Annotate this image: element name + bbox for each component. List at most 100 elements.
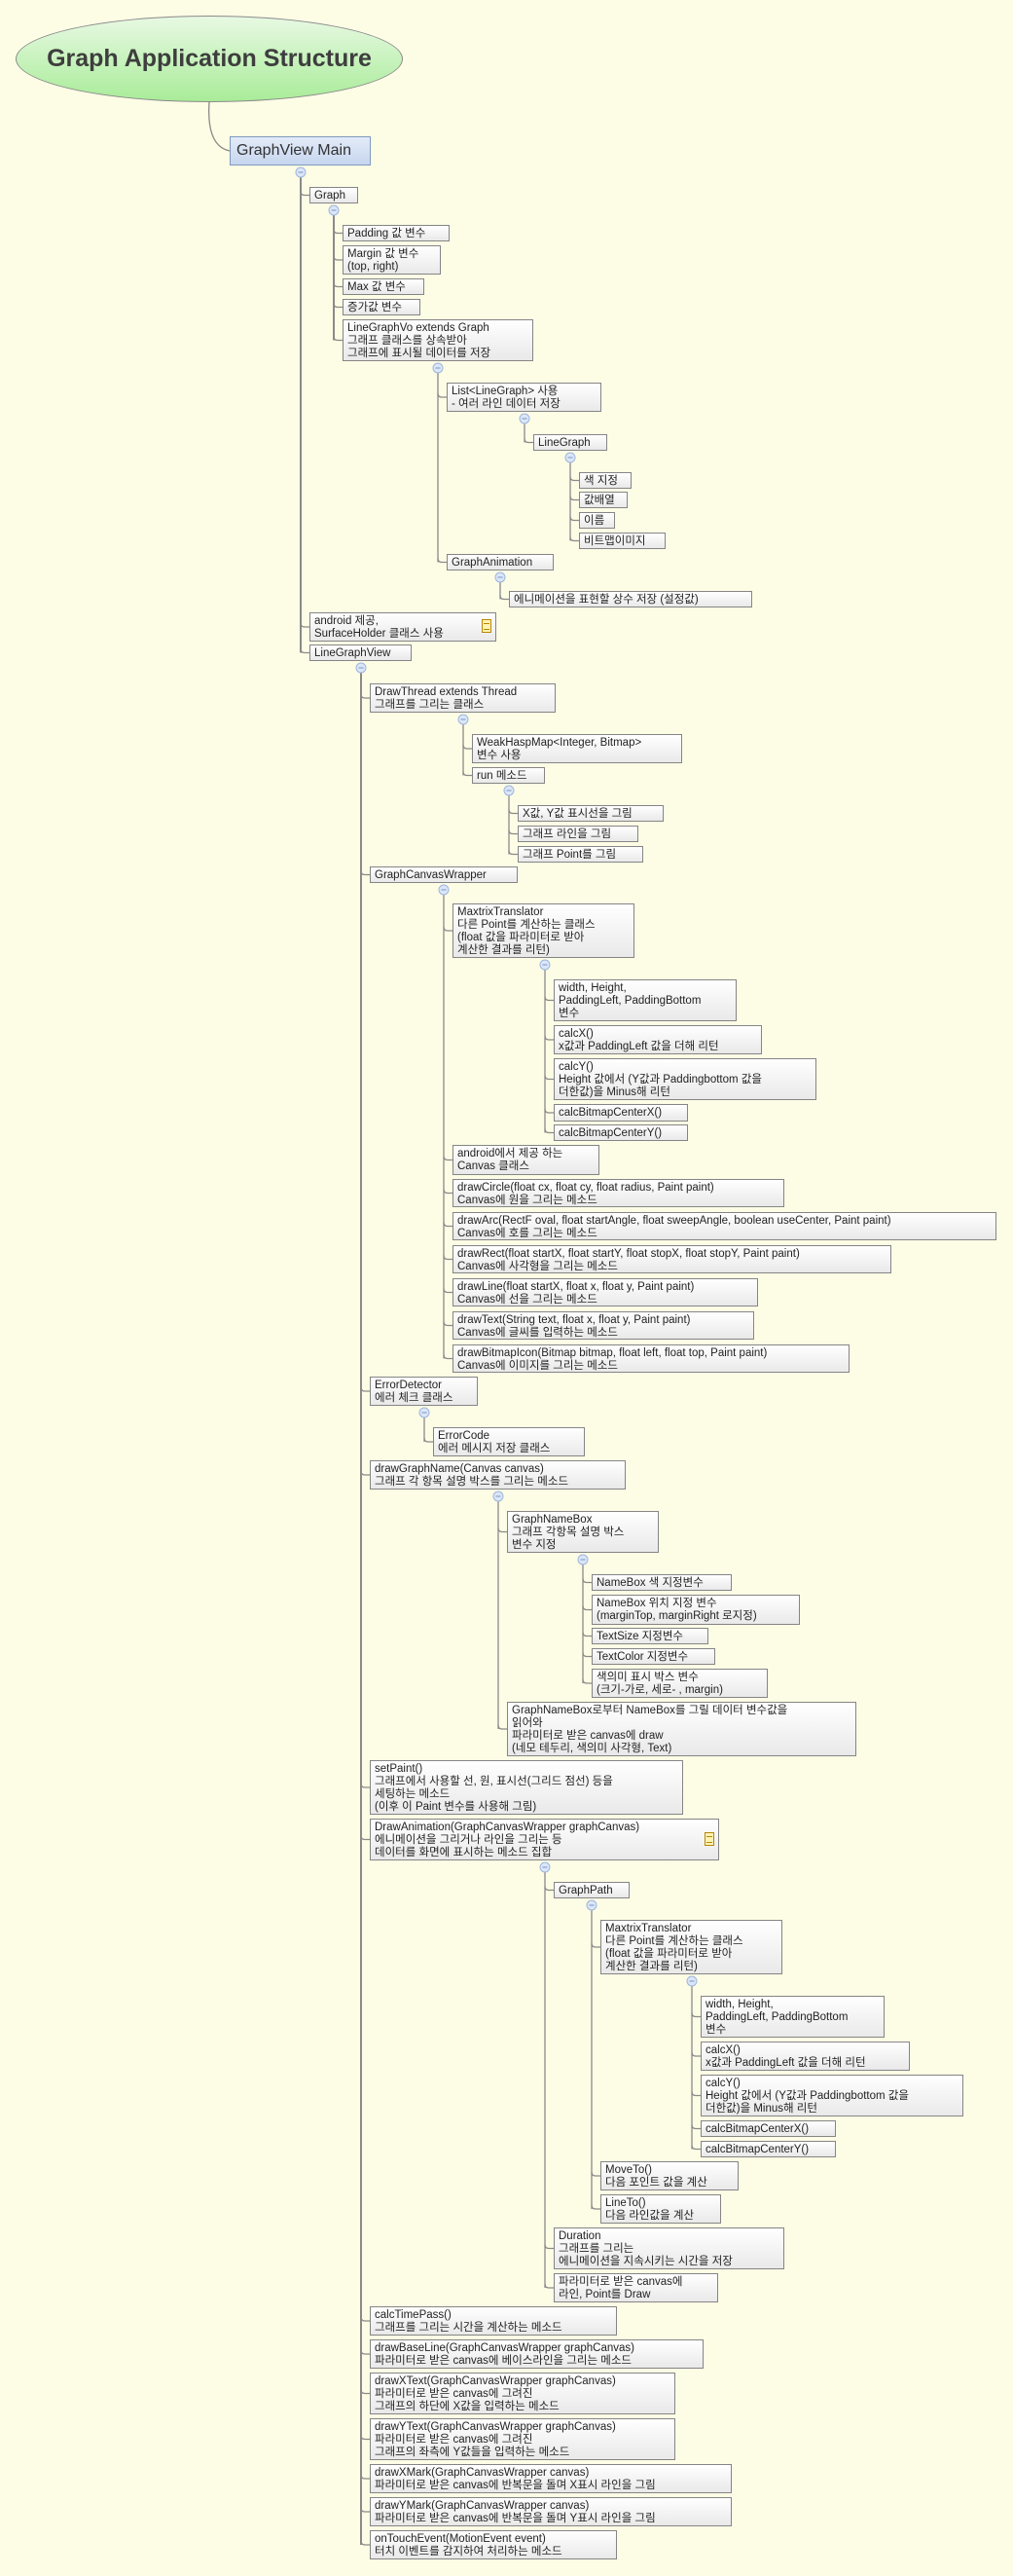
topic-node-korean-text[interactable]: 그래프 라인을 그림 xyxy=(518,826,638,842)
topic-node-padding[interactable]: Padding 값 변수 xyxy=(343,225,450,241)
topic-node-calcx[interactable]: calcX()x값과 PaddingLeft 값을 더해 리턴 xyxy=(554,1025,762,1054)
topic-node-graphanimation[interactable]: GraphAnimation xyxy=(447,554,554,570)
topic-text-line: drawArc(RectF oval, float startAngle, fl… xyxy=(457,1215,891,1227)
topic-node-lineto[interactable]: LineTo()다음 라인값을 계산 xyxy=(600,2194,721,2224)
topic-node-textsize[interactable]: TextSize 지정변수 xyxy=(592,1628,708,1644)
topic-node-x-y[interactable]: X값, Y값 표시선을 그림 xyxy=(518,805,664,822)
topic-text-line: GraphView Main xyxy=(236,142,351,159)
topic-node-korean-text[interactable]: 색의미 표시 박스 변수(크기-가로, 세로- , margin) xyxy=(592,1669,768,1698)
root-topic[interactable]: GraphView Main xyxy=(230,136,371,166)
branch-stub xyxy=(462,771,472,777)
branch-stub xyxy=(300,191,309,197)
topic-node-textcolor[interactable]: TextColor 지정변수 xyxy=(592,1648,715,1665)
topic-node-korean-text[interactable]: 값배열 xyxy=(579,492,628,508)
topic-node-point[interactable]: 그래프 Point를 그림 xyxy=(518,846,643,863)
topic-text-line: PaddingLeft, PaddingBottom xyxy=(559,995,702,1007)
topic-text-line: (이후 이 Paint 변수를 사용해 그림) xyxy=(375,1801,537,1813)
branch-stub xyxy=(360,1835,370,1841)
topic-node-korean-text[interactable]: 비트맵이미지 xyxy=(579,533,666,549)
topic-node-namebox[interactable]: NameBox 위치 지정 변수(marginTop, marginRight … xyxy=(592,1595,800,1625)
topic-node-run[interactable]: run 메소드 xyxy=(472,767,545,784)
topic-node-drawrect-float-startx-float-st[interactable]: drawRect(float startX, float startY, flo… xyxy=(452,1245,891,1273)
topic-text-line: 계산한 결과를 리턴) xyxy=(457,944,550,956)
branch-stub xyxy=(544,2244,554,2250)
topic-node-android[interactable]: android 제공,SurfaceHolder 클래스 사용 xyxy=(309,612,496,642)
topic-node-graphpath[interactable]: GraphPath xyxy=(554,1882,630,1898)
topic-text-line: NameBox 위치 지정 변수 xyxy=(597,1598,717,1609)
topic-node-drawbaseline-graphcanvaswrappe[interactable]: drawBaseLine(GraphCanvasWrapper graphCan… xyxy=(370,2339,704,2369)
topic-node-drawgraphname-canvas-canvas[interactable]: drawGraphName(Canvas canvas)그래프 각 항목 설명 … xyxy=(370,1460,626,1490)
topic-node-drawxtext-graphcanvaswrapper-g[interactable]: drawXText(GraphCanvasWrapper graphCanvas… xyxy=(370,2373,675,2414)
branch-stub xyxy=(691,2051,701,2057)
topic-node-drawxmark-graphcanvaswrapper-c[interactable]: drawXMark(GraphCanvasWrapper canvas)파라미터… xyxy=(370,2464,732,2493)
topic-node-calcbitmapcenterx[interactable]: calcBitmapCenterX() xyxy=(701,2120,836,2137)
branch-stub xyxy=(443,1189,452,1195)
topic-node-drawline-float-startx-float-x-[interactable]: drawLine(float startX, float x, float y,… xyxy=(452,1278,758,1306)
branch-stub xyxy=(333,229,343,235)
topic-text-line: calcY() xyxy=(705,2078,741,2089)
topic-node-calcbitmapcentery[interactable]: calcBitmapCenterY() xyxy=(554,1124,688,1141)
topic-text-line: calcX() xyxy=(559,1028,594,1040)
topic-node-weakhaspmap-integer-bitmap[interactable]: WeakHaspMap<Integer, Bitmap>변수 사용 xyxy=(472,734,682,763)
topic-text-line: 에러 메시지 저장 클래스 xyxy=(438,1443,551,1454)
topic-node-graph[interactable]: Graph xyxy=(309,187,358,203)
topic-text-line: 그래프 라인을 그림 xyxy=(523,828,612,840)
topic-node-korean-text[interactable]: 증가값 변수 xyxy=(343,299,420,315)
topic-node-drawarc-rectf-oval-float-start[interactable]: drawArc(RectF oval, float startAngle, fl… xyxy=(452,1212,996,1240)
topic-text-line: 증가값 변수 xyxy=(347,302,403,313)
note-icon[interactable] xyxy=(482,619,491,633)
topic-node-calcbitmapcenterx[interactable]: calcBitmapCenterX() xyxy=(554,1104,688,1122)
branch-stub xyxy=(360,2540,370,2546)
topic-text-line: 에러 체크 클래스 xyxy=(375,1392,453,1404)
topic-node-margin[interactable]: Margin 값 변수(top, right) xyxy=(343,245,441,275)
topic-node-drawytext-graphcanvaswrapper-g[interactable]: drawYText(GraphCanvasWrapper graphCanvas… xyxy=(370,2418,675,2460)
topic-text-line: drawCircle(float cx, float cy, float rad… xyxy=(457,1182,714,1194)
topic-node-korean-text[interactable]: 색 지정 xyxy=(579,472,632,489)
topic-text-line: drawRect(float startX, float startY, flo… xyxy=(457,1248,800,1260)
topic-text-line: ErrorDetector xyxy=(375,1380,443,1391)
topic-node-namebox[interactable]: NameBox 색 지정변수 xyxy=(592,1574,732,1591)
topic-node-drawtext-string-text-float-x-f[interactable]: drawText(String text, float x, float y, … xyxy=(452,1311,754,1340)
topic-node-width-height[interactable]: width, Height,PaddingLeft, PaddingBottom… xyxy=(554,979,737,1021)
topic-node-drawymark-graphcanvaswrapper-c[interactable]: drawYMark(GraphCanvasWrapper canvas)파라미터… xyxy=(370,2497,732,2526)
topic-node-setpaint[interactable]: setPaint()그래프에서 사용할 선, 원, 표시선(그리드 점선) 등을… xyxy=(370,1760,683,1815)
topic-node-linegraph[interactable]: LineGraph xyxy=(533,434,607,451)
topic-node-graphcanvaswrapper[interactable]: GraphCanvasWrapper xyxy=(370,866,518,883)
topic-node-calctimepass[interactable]: calcTimePass()그래프를 그리는 시간을 계산하는 메소드 xyxy=(370,2306,617,2336)
topic-node-linegraphview[interactable]: LineGraphView xyxy=(309,644,412,661)
topic-text-line: (크기-가로, 세로- , margin) xyxy=(597,1684,723,1696)
topic-node-width-height[interactable]: width, Height,PaddingLeft, PaddingBottom… xyxy=(701,1996,885,2038)
topic-node-drawbitmapicon-bitmap-bitmap-f[interactable]: drawBitmapIcon(Bitmap bitmap, float left… xyxy=(452,1344,850,1373)
branch-stub xyxy=(360,2507,370,2513)
topic-node-ontouchevent-motionevent-event[interactable]: onTouchEvent(MotionEvent event)터치 이벤트를 감… xyxy=(370,2530,617,2559)
topic-node-drawanimation-graphcanvaswrapp[interactable]: DrawAnimation(GraphCanvasWrapper graphCa… xyxy=(370,1819,719,1860)
topic-node-calcbitmapcentery[interactable]: calcBitmapCenterY() xyxy=(701,2141,836,2157)
topic-node-korean-text[interactable]: 이름 xyxy=(579,512,615,529)
title-connector xyxy=(208,101,231,152)
topic-node-drawcircle-float-cx-float-cy-f[interactable]: drawCircle(float cx, float cy, float rad… xyxy=(452,1179,784,1207)
branch-stub xyxy=(569,516,579,522)
topic-text-line: 그래프 각항목 설명 박스 xyxy=(512,1527,625,1538)
topic-text-line: 그래프의 하단에 X값을 입력하는 메소드 xyxy=(375,2401,560,2412)
topic-node-max[interactable]: Max 값 변수 xyxy=(343,278,424,295)
note-icon[interactable] xyxy=(705,1831,714,1846)
topic-node-list-linegraph[interactable]: List<LineGraph> 사용 - 여러 라인 데이터 저장 xyxy=(447,383,601,412)
topic-node-moveto[interactable]: MoveTo()다음 포인트 값을 계산 xyxy=(600,2161,739,2190)
central-topic-title[interactable]: Graph Application Structure xyxy=(16,16,403,102)
topic-node-calcx[interactable]: calcX()x값과 PaddingLeft 값을 더해 리턴 xyxy=(701,2042,910,2071)
topic-node-korean-text[interactable]: 에니메이션을 표현할 상수 저장 (설정값) xyxy=(509,591,752,607)
